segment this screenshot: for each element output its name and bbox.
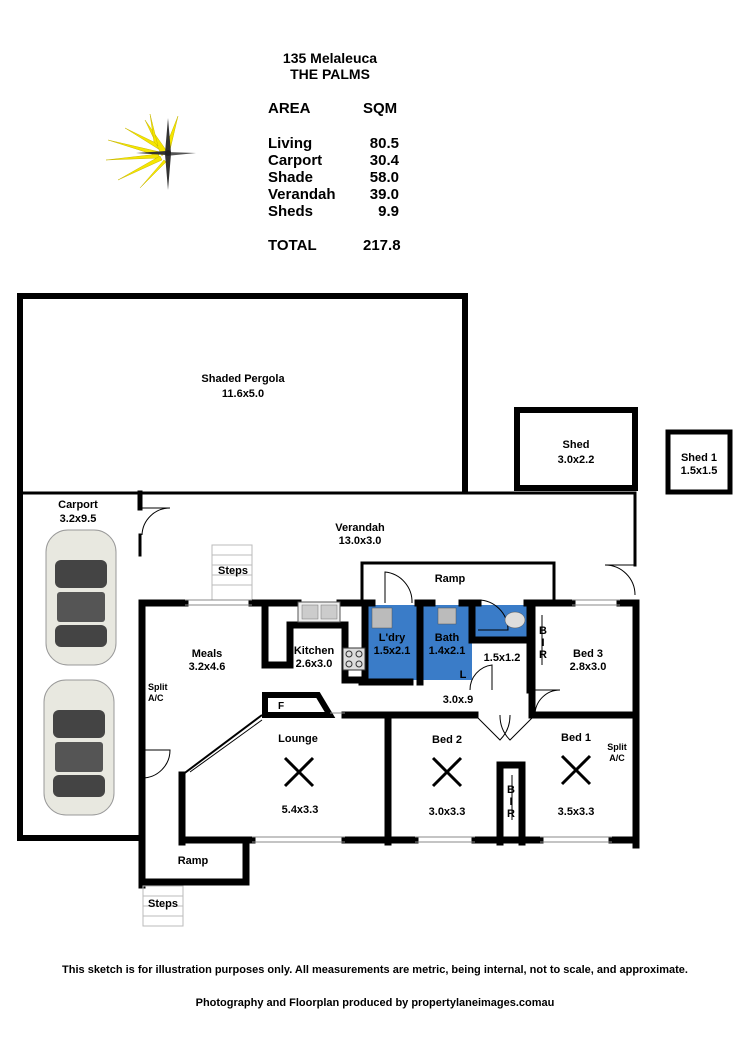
total-label: TOTAL [268,237,317,254]
wc-floor [472,638,530,680]
area-column-header: AREA [268,100,311,117]
bir-top-r: R [539,649,547,661]
bir-bottom-i: I [509,796,512,808]
carport-label: Carport [58,499,98,511]
shed1-dim: 1.5x1.5 [681,465,718,477]
area-row-name: Verandah [268,186,336,203]
steps-bottom-label: Steps [148,898,178,910]
laundry-door [384,571,413,604]
bed3-label: Bed 3 [573,648,603,660]
address-line-2: THE PALMS [290,66,370,82]
laundry-dim: 1.5x2.1 [374,645,411,657]
ceiling-fan-icon [560,754,592,786]
car-icon [45,529,117,666]
area-row-value: 58.0 [369,169,399,186]
split-ac-left-line1: Split [148,682,168,692]
shed-label: Shed [563,439,590,451]
area-row-name: Living [268,135,313,152]
bath-label: Bath [435,632,460,644]
address-line-1: 135 Melaleuca [282,50,378,66]
bed1-door [499,714,536,741]
linen-label: L [460,669,467,681]
ramp-top-label: Ramp [435,573,466,585]
bir-bottom-r: R [507,808,515,820]
bed2-label: Bed 2 [432,734,462,746]
bed2-dim: 3.0x3.3 [429,806,466,818]
kitchen-dim: 2.6x3.0 [296,658,333,670]
car-icon [43,679,115,816]
split-ac-right-line2: A/C [609,753,625,763]
ceiling-fan-icon [431,756,463,788]
area-row-name: Shade [268,169,314,186]
shed-dim: 3.0x2.2 [558,454,595,466]
bed1-dim: 3.5x3.3 [558,806,595,818]
sqm-column-header: SQM [363,100,398,117]
steps-top-label: Steps [218,565,248,577]
shed1-wall [665,429,733,495]
bir-bottom-b: B [507,784,515,796]
bed1-label: Bed 1 [561,732,591,744]
compass-icon [105,113,196,190]
shed1-label: Shed 1 [681,452,717,464]
verandah-dim: 13.0x3.0 [339,535,382,547]
split-ac-left-line2: A/C [148,693,164,703]
carport-wall [17,490,143,841]
ceiling-fan-icon [283,756,315,788]
carport-door [141,507,171,536]
hall-dim: 3.0x.9 [443,694,474,706]
shed-wall [514,407,638,491]
wc-dim: 1.5x1.2 [484,652,521,664]
fireplace-label: F [278,701,284,712]
ramp-top-outline [360,561,556,605]
lounge-dim: 5.4x3.3 [282,804,319,816]
bath-basin [437,607,457,625]
lounge-label: Lounge [278,733,318,745]
laundry-tub [371,607,393,629]
side-door [141,749,171,779]
credit-text: Photography and Floorplan produced by pr… [195,997,555,1009]
bath-dim: 1.4x2.1 [429,645,466,657]
area-row-name: Carport [268,152,323,169]
wc-door [469,664,493,691]
verandah-door [604,564,636,596]
bed3-dim: 2.8x3.0 [570,661,607,673]
meals-label: Meals [192,648,223,660]
pergola-label: Shaded Pergola [201,373,285,385]
lounge-diagonal-wall [181,714,263,776]
area-row-value: 30.4 [369,152,399,169]
area-row-value: 80.5 [369,135,399,152]
area-row-value: 39.0 [369,186,399,203]
disclaimer-text: This sketch is for illustration purposes… [62,964,688,976]
pergola-wall [17,293,468,496]
split-ac-right-line1: Split [607,742,627,752]
verandah-label: Verandah [335,522,385,534]
pergola-dim: 11.6x5.0 [222,388,264,400]
bir-top-i: I [541,637,544,649]
bir-top-b: B [539,625,547,637]
area-row-value: 9.9 [378,203,399,220]
ramp-bottom-label: Ramp [178,855,209,867]
bed2-door [474,714,511,741]
meals-dim: 3.2x4.6 [189,661,226,673]
stove [342,647,366,671]
carport-dim: 3.2x9.5 [60,513,97,525]
laundry-label: L'dry [379,632,406,644]
kitchen-label: Kitchen [294,645,335,657]
area-row-name: Sheds [268,203,314,220]
toilet [504,611,526,629]
total-value: 217.8 [363,237,401,254]
bed3-door [534,689,561,716]
